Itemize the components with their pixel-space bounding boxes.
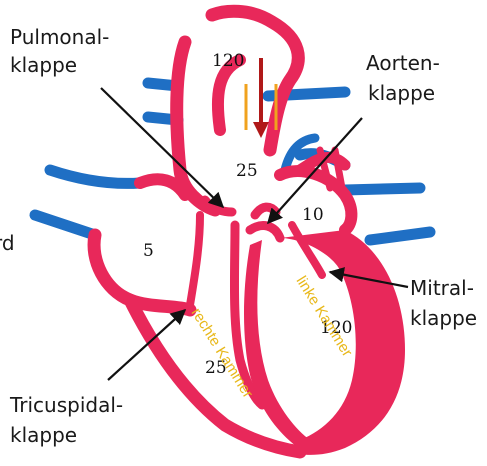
label-pulmonal-line1: Pulmonal- [10, 25, 109, 49]
label-aorten-line2: klappe [368, 81, 435, 105]
tricuspid-leaflet [190, 215, 200, 305]
pulmonary-vein-right-4 [370, 232, 430, 240]
label-aorten-line1: Aorten- [366, 51, 440, 75]
pulmonal-arrow [101, 88, 223, 207]
value-aorta: 120 [212, 51, 244, 71]
label-mitral-line1: Mitral- [410, 276, 474, 300]
heart-walls [94, 11, 351, 452]
label-pulmonal-line2: klappe [10, 53, 77, 77]
vena-cava-inferior [35, 215, 95, 235]
pulmonary-vein-left-1 [50, 170, 140, 183]
pulmonary-vein-right-3 [345, 188, 420, 190]
label-tricuspidal-line2: klappe [10, 423, 77, 447]
label-mitral-line2: klappe [410, 306, 477, 330]
right-atrium-upper [140, 179, 185, 195]
value-pulmonary-artery: 25 [236, 161, 258, 181]
chamber-left-label: linke Kammer [293, 273, 356, 360]
valve-curl [250, 226, 280, 238]
label-tricuspidal-line1: Tricuspidal- [9, 393, 123, 417]
value-right-atrium: 5 [143, 241, 154, 261]
label-cut-left: rd [0, 231, 15, 255]
aorten-valve [255, 207, 276, 215]
mitral-leaflet [292, 225, 322, 275]
left-ventricle-inner [244, 240, 310, 446]
value-left-atrium: 10 [302, 205, 324, 225]
